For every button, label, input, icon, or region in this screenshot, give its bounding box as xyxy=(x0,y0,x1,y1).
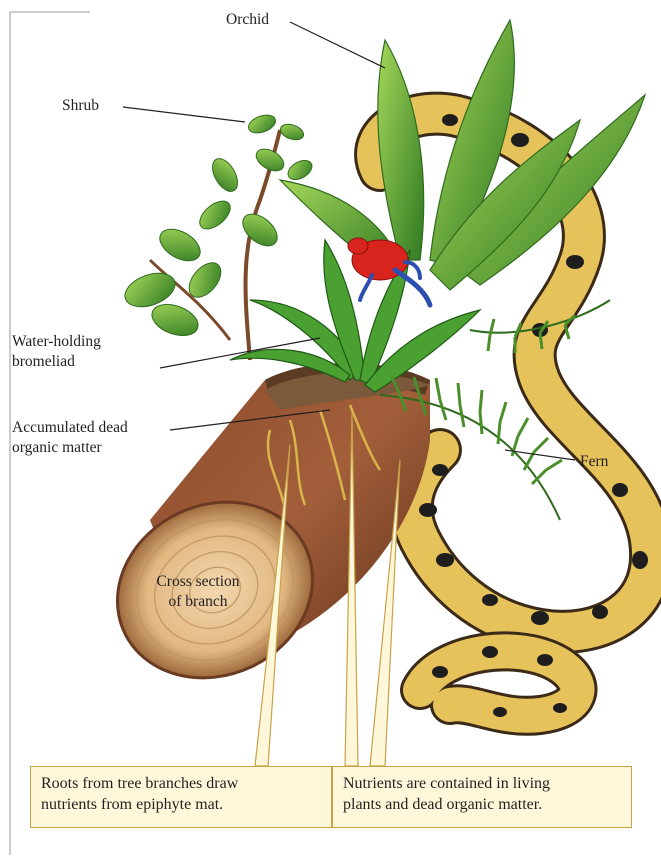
label-bromeliad-line2: bromeliad xyxy=(12,352,101,372)
callout-roots-line2: nutrients from epiphyte mat. xyxy=(41,794,323,815)
label-dead-matter-line1: Accumulated dead xyxy=(12,418,128,438)
label-orchid: Orchid xyxy=(226,10,269,30)
callout-nutrients-line2: plants and dead organic matter. xyxy=(343,794,623,815)
label-shrub: Shrub xyxy=(62,96,99,116)
label-cross-section-line2: of branch xyxy=(138,592,258,612)
branch-log xyxy=(88,363,430,709)
orchid-leader xyxy=(290,22,385,68)
fern-leader xyxy=(505,450,575,460)
callout-roots-line1: Roots from tree branches draw xyxy=(41,773,323,794)
label-dead-organic-matter: Accumulated dead organic matter xyxy=(12,418,128,458)
label-cross-section: Cross section of branch xyxy=(138,572,258,612)
label-dead-matter-line2: organic matter xyxy=(12,438,128,458)
label-bromeliad-line1: Water-holding xyxy=(12,332,101,352)
shrub-plant xyxy=(120,112,315,360)
shrub-leader xyxy=(123,107,245,122)
label-fern: Fern xyxy=(580,452,608,472)
label-bromeliad: Water-holding bromeliad xyxy=(12,332,101,372)
callout-roots: Roots from tree branches draw nutrients … xyxy=(30,766,332,828)
label-cross-section-line1: Cross section xyxy=(138,572,258,592)
callout-nutrients: Nutrients are contained in living plants… xyxy=(332,766,632,828)
callout-nutrients-line1: Nutrients are contained in living xyxy=(343,773,623,794)
